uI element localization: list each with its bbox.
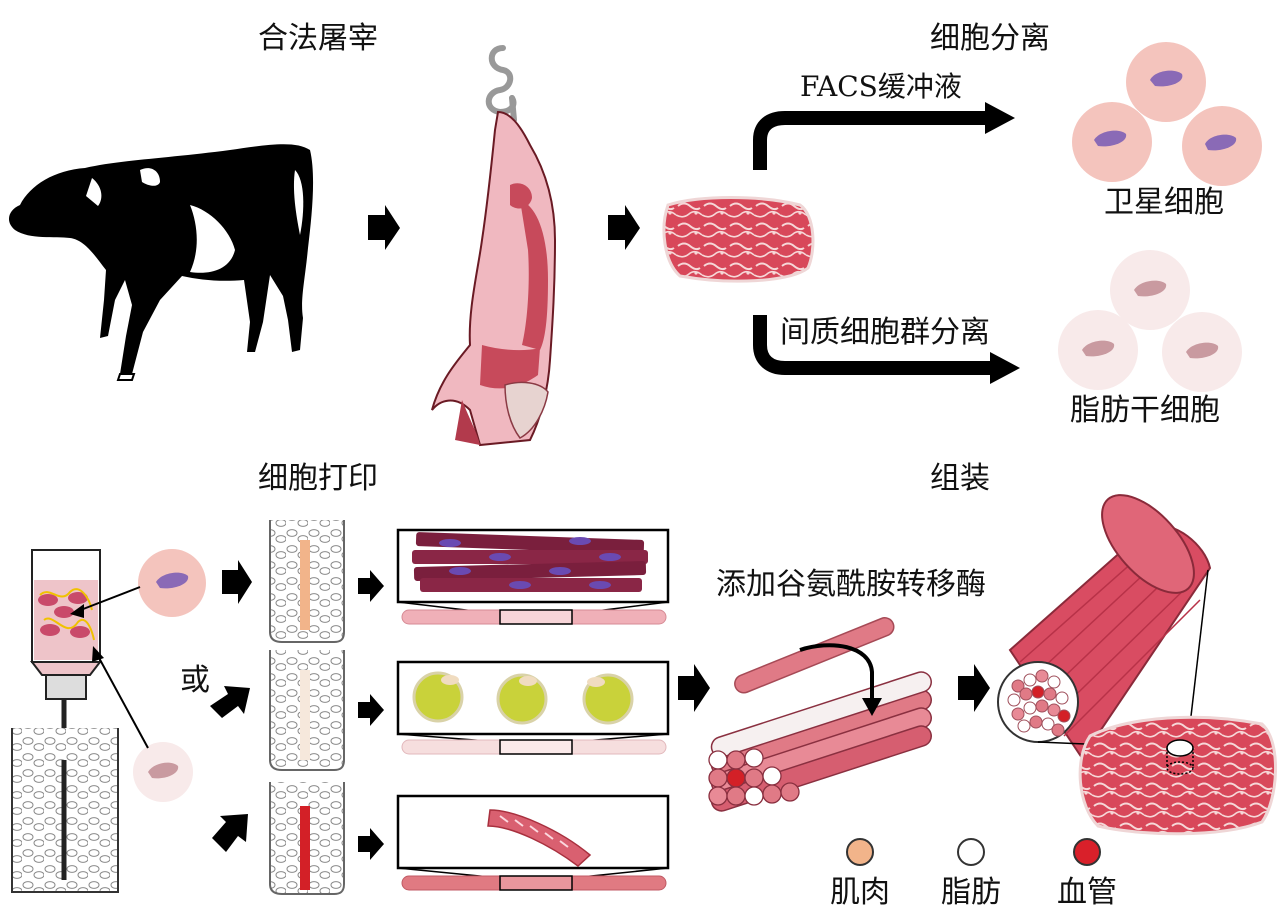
arrow-mesenchymal-branch <box>753 315 1020 384</box>
syringe-illustration <box>29 549 103 880</box>
arrow-to-box-3 <box>358 828 384 860</box>
satellite-cells <box>1072 42 1262 186</box>
fiber-bundle-illustration <box>708 617 932 812</box>
arrow-slaughter-to-carcass <box>368 205 400 250</box>
carcass-illustration <box>431 110 557 447</box>
adipose-stem-cells <box>1058 250 1242 392</box>
final-meat-illustration <box>1078 715 1278 836</box>
label-assembly: 组装 <box>930 461 990 496</box>
legend-swatch-vessel <box>1073 838 1101 866</box>
arrow-to-box-2 <box>358 694 384 726</box>
legend-label-fat: 脂肪 <box>941 875 1001 910</box>
label-slaughter: 合法屠宰 <box>258 21 378 56</box>
label-add-transglutaminase: 添加谷氨酰胺转移酶 <box>716 567 986 602</box>
print-tube-fat <box>269 650 345 771</box>
muscle-cylinder-illustration <box>997 494 1212 760</box>
cow-illustration <box>8 144 314 381</box>
box-blood-vessel <box>396 794 670 891</box>
label-or: 或 <box>180 663 210 698</box>
meat-chunk-illustration <box>662 196 815 283</box>
label-mesenchymal-isolation: 间质细胞群分离 <box>780 315 990 350</box>
label-facs-buffer: FACS缓冲液 <box>800 70 962 103</box>
arrow-to-final-product <box>958 664 990 712</box>
hook-icon <box>485 45 517 123</box>
label-cell-printing: 细胞打印 <box>258 461 378 496</box>
label-satellite-cells: 卫星细胞 <box>1104 185 1224 220</box>
legend-label-muscle: 肌肉 <box>830 875 890 910</box>
arrow-to-box-1 <box>358 570 384 602</box>
legend-label-vessel: 血管 <box>1057 875 1117 910</box>
print-tube-muscle <box>269 520 345 643</box>
bead-container <box>11 728 119 893</box>
pointer-adipose-cell <box>92 646 193 802</box>
legend-swatch-fat <box>957 838 985 866</box>
arrow-to-tube-3 <box>212 814 248 852</box>
arrow-to-tube-1 <box>222 560 252 604</box>
arrow-to-tube-2 <box>210 686 250 718</box>
pointer-satellite-cell <box>70 549 206 618</box>
arrow-to-assembly <box>678 664 710 712</box>
label-cell-isolation: 细胞分离 <box>930 21 1050 56</box>
print-tube-vessel <box>269 782 345 895</box>
box-muscle-fibers <box>396 528 670 625</box>
label-adipose-stem-cells: 脂肪干细胞 <box>1070 393 1220 428</box>
box-fat-cells <box>396 660 670 755</box>
arrow-carcass-to-meat <box>608 205 640 250</box>
legend-swatch-muscle <box>846 838 874 866</box>
arrow-facs-branch <box>753 102 1015 170</box>
